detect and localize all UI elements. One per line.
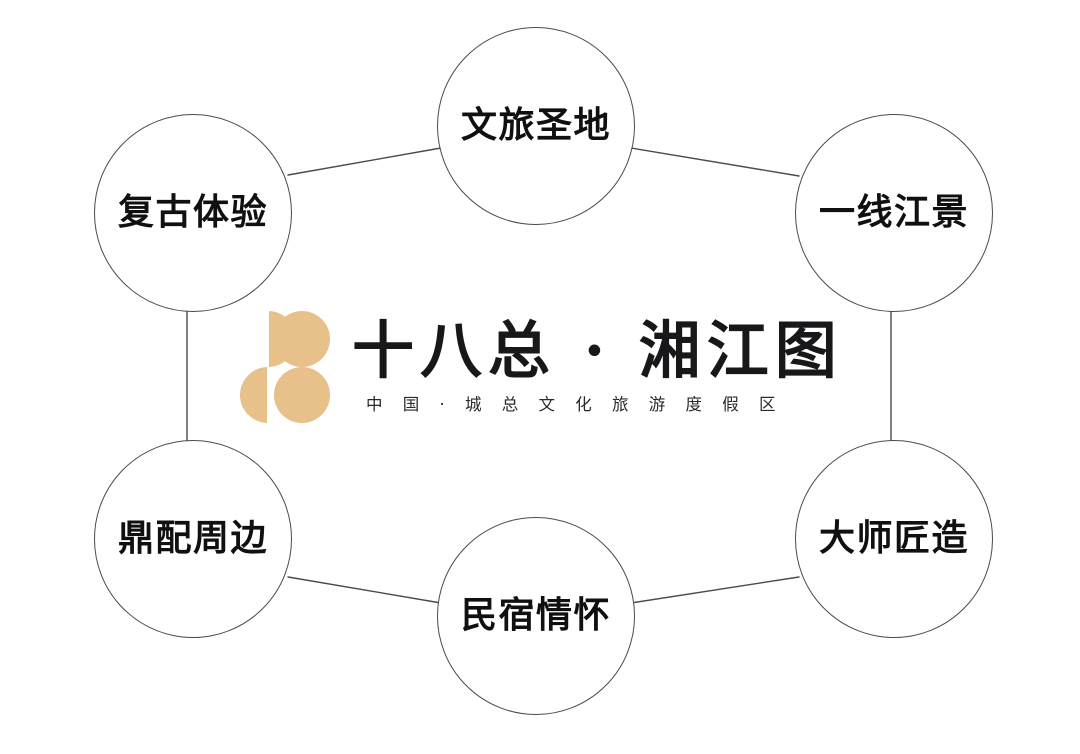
logo-stem-icon: [267, 311, 269, 423]
node-label: 复古体验: [117, 192, 268, 233]
node-label: 一线江景: [818, 192, 969, 233]
brand-logo-icon: [236, 307, 332, 425]
node-label: 文旅圣地: [460, 105, 611, 146]
brand-subtitle: 中 国 · 城 总 文 化 旅 游 度 假 区: [366, 395, 783, 415]
brand-text-block: 十八总 · 湘江图 中 国 · 城 总 文 化 旅 游 度 假 区: [352, 318, 846, 414]
node-fugu-tiyan[interactable]: 复古体验: [94, 114, 292, 312]
brand-lockup: 十八总 · 湘江图 中 国 · 城 总 文 化 旅 游 度 假 区: [236, 296, 846, 436]
node-wenlv-shengdi[interactable]: 文旅圣地: [437, 27, 635, 225]
node-label: 大师匠造: [818, 518, 969, 559]
node-minsu-qinghuai[interactable]: 民宿情怀: [437, 517, 635, 715]
node-label: 民宿情怀: [460, 595, 611, 636]
connector-bottom-bottomright: [630, 576, 800, 604]
node-yixian-jiangjing[interactable]: 一线江景: [795, 114, 993, 312]
node-dashi-jiangzao[interactable]: 大师匠造: [795, 440, 993, 638]
connector-top-topright: [630, 147, 800, 177]
connector-bottomleft-bottom: [287, 576, 442, 604]
connector-topleft-top: [287, 147, 442, 176]
node-label: 鼎配周边: [117, 518, 268, 559]
node-dingpei-zhoubian[interactable]: 鼎配周边: [94, 440, 292, 638]
logo-disc-bottom-icon: [274, 367, 330, 423]
logo-halfdisc-bottom-icon: [240, 367, 268, 423]
brand-title: 十八总 · 湘江图: [352, 314, 843, 388]
